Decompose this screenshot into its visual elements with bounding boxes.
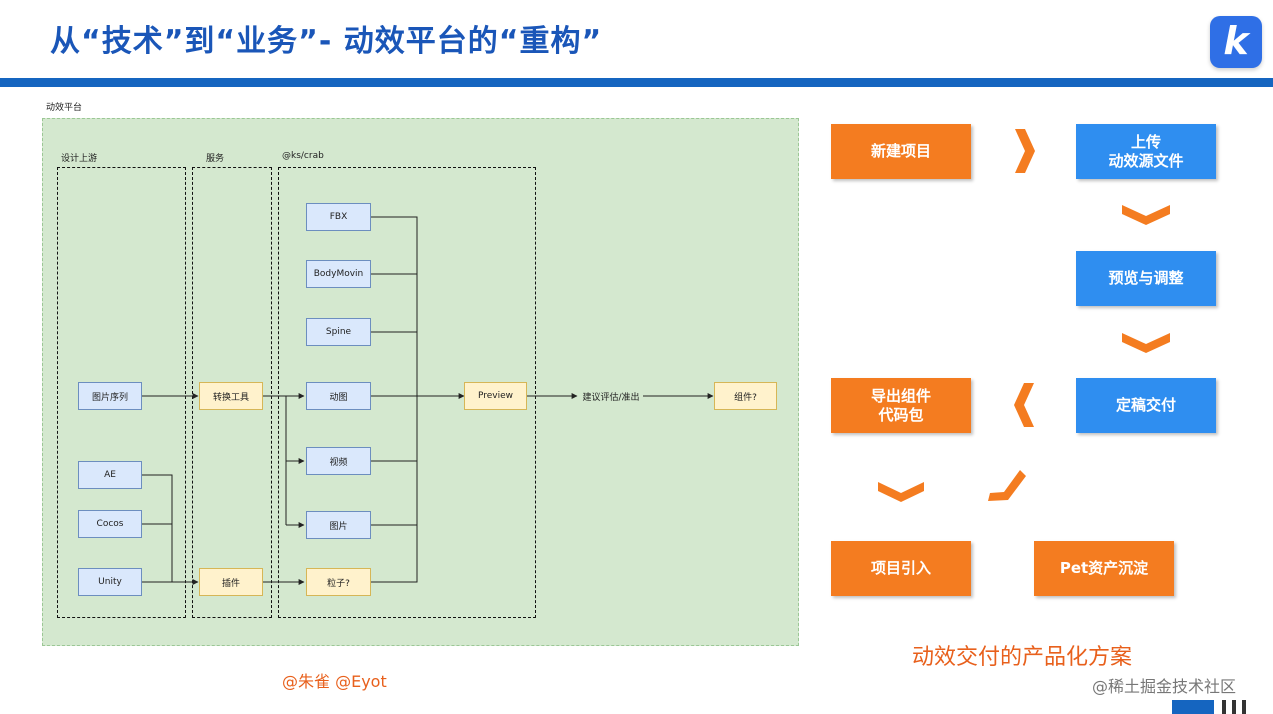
flow-project-import-label: 项目引入 [870,559,931,577]
flow-new-project-label: 新建项目 [870,142,931,160]
chevron-down-icon [1122,205,1170,225]
corner-block [1172,700,1214,714]
flow-preview-adjust-label: 预览与调整 [1108,269,1184,287]
flow-upload-source: 上传 动效源文件 [1076,124,1216,179]
group-crab-label: @ks/crab [282,151,324,161]
chevron-down-icon [878,482,924,502]
group-crab [278,167,536,618]
platform-label: 动效平台 [46,103,83,113]
node-ae: AE [78,461,142,489]
flow-export-component: 导出组件 代码包 [831,378,971,433]
chevron-left-icon [1014,383,1034,427]
brand-logo: k [1210,16,1262,68]
corner-stripe [1222,700,1226,714]
platform-area [42,118,799,646]
group-design-upstream-label: 设计上游 [61,154,98,164]
node-evaluate: 建议评估/准出 [582,392,640,403]
authors-credit: @朱雀 @Eyot [282,672,387,691]
node-preview: Preview [464,382,527,410]
node-picture: 图片 [306,511,371,539]
group-service [192,167,272,618]
node-image-sequence: 图片序列 [78,382,142,410]
node-component: 组件? [714,382,777,410]
node-plugin: 插件 [199,568,263,596]
corner-stripe [1242,700,1246,714]
node-spine: Spine [306,318,371,346]
flow-preview-adjust: 预览与调整 [1076,251,1216,306]
group-design-upstream [57,167,186,618]
chevron-down-left-icon [988,470,1026,501]
flow-finalize-delivery-label: 定稿交付 [1115,396,1176,414]
node-unity: Unity [78,568,142,596]
node-cocos: Cocos [78,510,142,538]
node-bodymovin: BodyMovin [306,260,371,288]
flow-finalize-delivery: 定稿交付 [1076,378,1216,433]
flow-caption: 动效交付的产品化方案 [912,645,1133,670]
chevron-down-icon [1122,333,1170,353]
watermark: @稀土掘金技术社区 [1092,677,1237,696]
flow-pet-assets-label: Pet资产沉淀 [1059,559,1149,577]
node-video: 视频 [306,447,371,475]
node-animated-image: 动图 [306,382,371,410]
group-service-label: 服务 [206,154,225,164]
flow-project-import: 项目引入 [831,541,971,596]
node-convert-tool: 转换工具 [199,382,263,410]
slide-title: 从“技术”到“业务”- 动效平台的“重构” [50,24,603,59]
chevron-right-icon [1015,129,1035,173]
flow-new-project: 新建项目 [831,124,971,179]
corner-stripe [1232,700,1236,714]
flow-upload-source-label: 上传 动效源文件 [1108,132,1184,170]
node-particle: 粒子? [306,568,371,596]
node-fbx: FBX [306,203,371,231]
title-underline-bar [0,78,1273,87]
flow-pet-assets: Pet资产沉淀 [1034,541,1174,596]
flow-export-component-label: 导出组件 代码包 [870,386,931,424]
